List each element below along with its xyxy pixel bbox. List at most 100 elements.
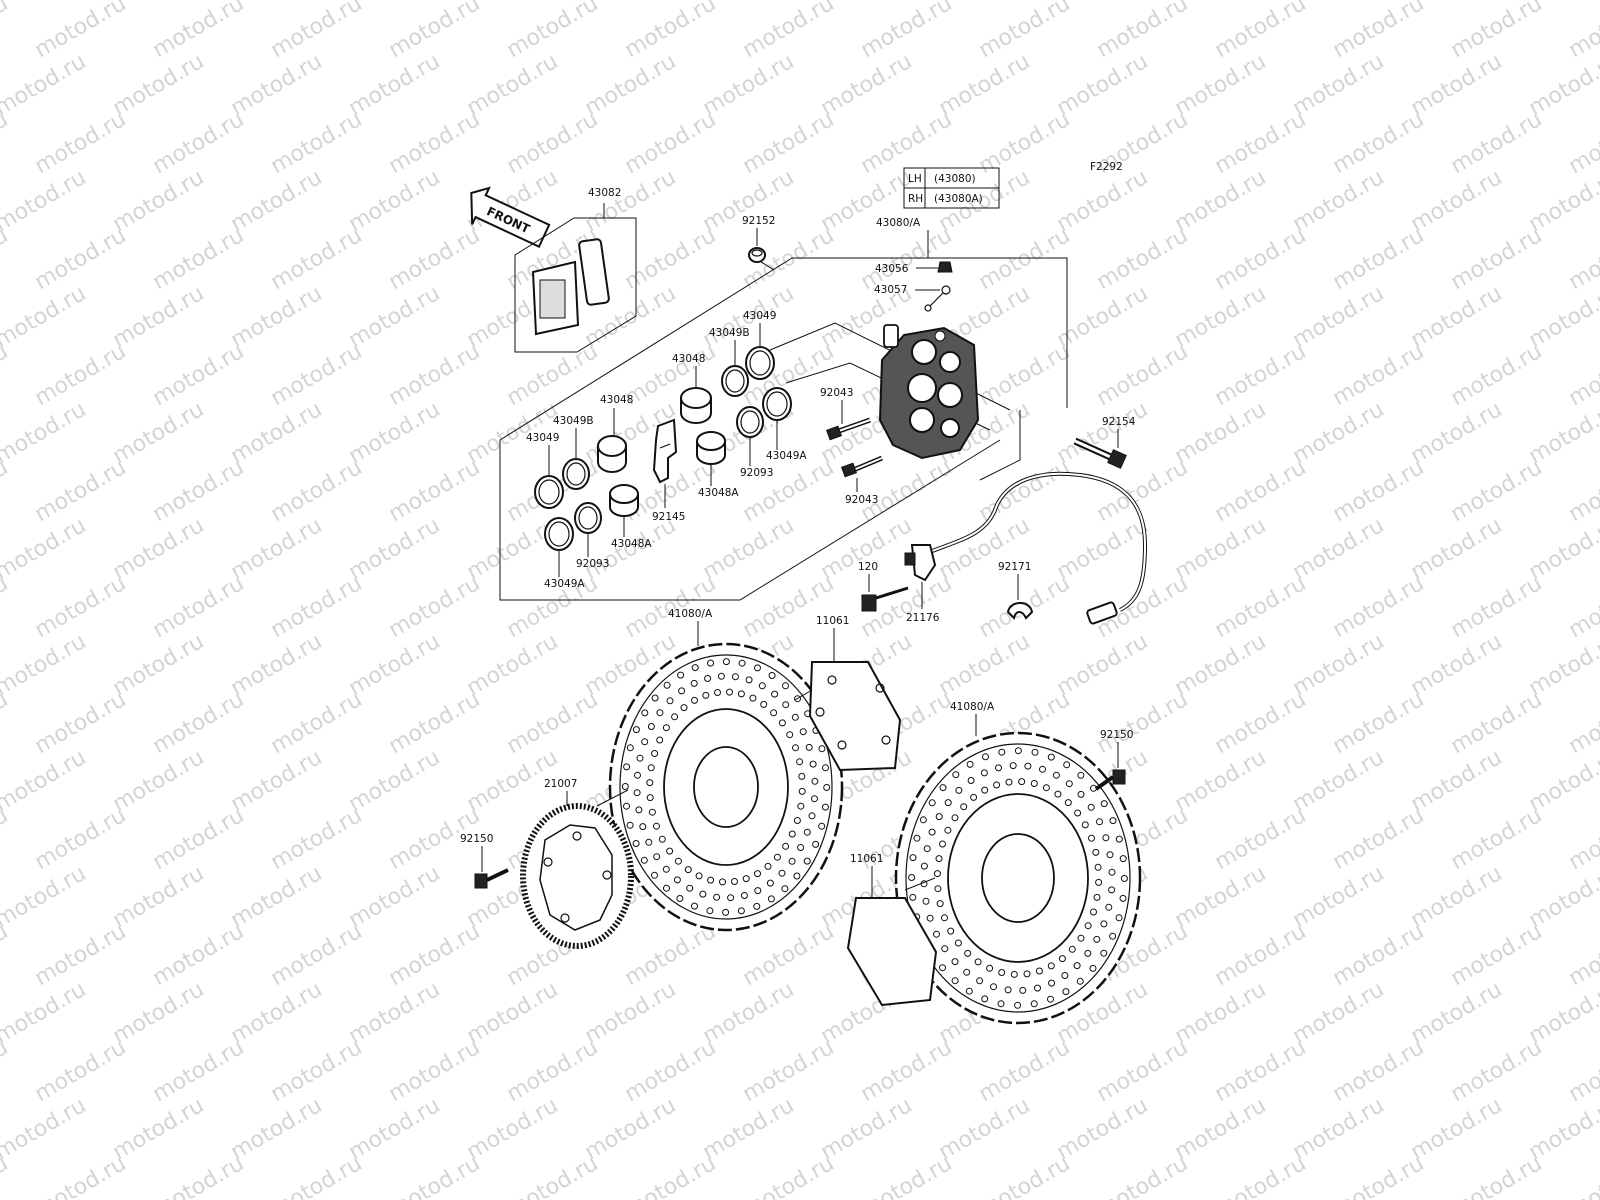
watermark-text: motod.ru bbox=[621, 223, 721, 295]
variant-lh-part: (43080) bbox=[934, 173, 976, 185]
watermark-text: motod.ru bbox=[1211, 455, 1311, 527]
watermark-text: motod.ru bbox=[1525, 165, 1600, 237]
drill-hole bbox=[986, 964, 994, 972]
drill-hole bbox=[993, 781, 1001, 789]
drill-hole bbox=[651, 750, 659, 757]
watermark-text: motod.ru bbox=[1093, 1151, 1193, 1200]
watermark-text: motod.ru bbox=[621, 107, 721, 179]
drill-hole bbox=[648, 808, 656, 816]
drill-hole bbox=[928, 799, 936, 807]
drill-hole bbox=[909, 854, 917, 862]
drill-hole bbox=[1009, 762, 1017, 770]
drill-hole bbox=[951, 958, 959, 966]
watermark-text: motod.ru bbox=[1211, 107, 1311, 179]
drill-hole bbox=[753, 902, 761, 910]
seal-43049B-left bbox=[562, 458, 590, 490]
bleeder-valve bbox=[937, 261, 953, 273]
drill-hole bbox=[767, 895, 775, 903]
watermark-text: motod.ru bbox=[739, 919, 839, 991]
drill-hole bbox=[1084, 949, 1092, 957]
watermark-text: motod.ru bbox=[1565, 1035, 1600, 1107]
label-92171: 92171 bbox=[998, 561, 1031, 573]
watermark-text: motod.ru bbox=[149, 803, 249, 875]
drill-hole bbox=[691, 696, 698, 704]
watermark-text: motod.ru bbox=[0, 0, 12, 63]
drill-hole bbox=[719, 878, 726, 886]
watermark-text: motod.ru bbox=[267, 1035, 367, 1107]
drill-hole bbox=[764, 862, 772, 870]
drill-hole bbox=[822, 764, 829, 772]
drill-hole bbox=[641, 709, 649, 717]
drill-hole bbox=[1108, 886, 1116, 894]
label-43080A: 43080/A bbox=[876, 217, 921, 229]
drill-hole bbox=[640, 856, 648, 864]
watermark-text: motod.ru bbox=[149, 919, 249, 991]
watermark-text: motod.ru bbox=[1329, 107, 1429, 179]
watermark-text: motod.ru bbox=[1211, 919, 1311, 991]
watermark-text: motod.ru bbox=[1447, 1035, 1547, 1107]
seal-43049B-upper bbox=[721, 365, 749, 397]
drill-hole bbox=[639, 823, 647, 831]
drill-hole bbox=[923, 845, 931, 853]
drill-hole bbox=[621, 783, 629, 790]
watermark-text: motod.ru bbox=[503, 1151, 603, 1200]
drill-hole bbox=[1100, 800, 1108, 808]
watermark-text: motod.ru bbox=[1525, 1093, 1600, 1165]
drill-hole bbox=[1095, 878, 1103, 886]
drill-hole bbox=[760, 700, 768, 708]
drill-hole bbox=[1119, 894, 1127, 902]
label-43056: 43056 bbox=[875, 263, 909, 275]
drill-hole bbox=[722, 908, 730, 916]
watermark-text: motod.ru bbox=[1093, 687, 1193, 759]
drill-hole bbox=[731, 878, 738, 885]
drill-hole bbox=[1031, 748, 1039, 756]
watermark-text: motod.ru bbox=[1447, 571, 1547, 643]
drill-hole bbox=[651, 871, 658, 879]
label-92043-top: 92043 bbox=[820, 387, 853, 399]
label-43049B-top: 43049B bbox=[709, 327, 750, 339]
drill-hole bbox=[636, 754, 644, 762]
drill-hole bbox=[1109, 932, 1117, 940]
watermark-text: motod.ru bbox=[1211, 687, 1311, 759]
drill-hole bbox=[1115, 914, 1123, 922]
drill-hole bbox=[773, 853, 781, 861]
drill-hole bbox=[663, 681, 671, 689]
drill-hole bbox=[632, 726, 640, 734]
drill-hole bbox=[908, 874, 916, 881]
drill-hole bbox=[641, 738, 649, 746]
drill-hole bbox=[803, 828, 811, 836]
watermark-text: motod.ru bbox=[31, 571, 131, 643]
drill-hole bbox=[653, 853, 661, 861]
drill-hole bbox=[982, 753, 989, 761]
drill-hole bbox=[758, 682, 766, 690]
watermark-text: motod.ru bbox=[0, 0, 90, 5]
drill-hole bbox=[920, 862, 928, 870]
drill-hole bbox=[662, 865, 670, 873]
drill-hole bbox=[647, 723, 655, 730]
drill-hole bbox=[1094, 863, 1102, 871]
watermark-text: motod.ru bbox=[739, 1151, 839, 1200]
drill-hole bbox=[1062, 988, 1070, 996]
drill-hole bbox=[635, 806, 643, 814]
drill-hole bbox=[1100, 920, 1108, 928]
drill-hole bbox=[666, 847, 674, 855]
drill-hole bbox=[1048, 979, 1056, 987]
drill-hole bbox=[778, 869, 786, 877]
mount-bolt bbox=[1073, 437, 1127, 469]
watermark-text: motod.ru bbox=[267, 687, 367, 759]
drill-hole bbox=[1073, 962, 1081, 970]
watermark-text: motod.ru bbox=[1329, 919, 1429, 991]
drill-hole bbox=[1109, 817, 1117, 825]
drill-hole bbox=[727, 894, 735, 902]
drill-hole bbox=[754, 870, 761, 878]
label-92154: 92154 bbox=[1102, 416, 1136, 428]
watermark-text: motod.ru bbox=[1565, 919, 1600, 991]
watermark-text: motod.ru bbox=[267, 919, 367, 991]
watermark-text: motod.ru bbox=[1211, 571, 1311, 643]
watermark-text: motod.ru bbox=[1447, 919, 1547, 991]
drill-hole bbox=[1105, 903, 1113, 911]
drill-hole bbox=[632, 840, 640, 847]
watermark-text: motod.ru bbox=[1329, 339, 1429, 411]
disc-bolt-left bbox=[474, 868, 509, 889]
drill-hole bbox=[793, 872, 801, 880]
